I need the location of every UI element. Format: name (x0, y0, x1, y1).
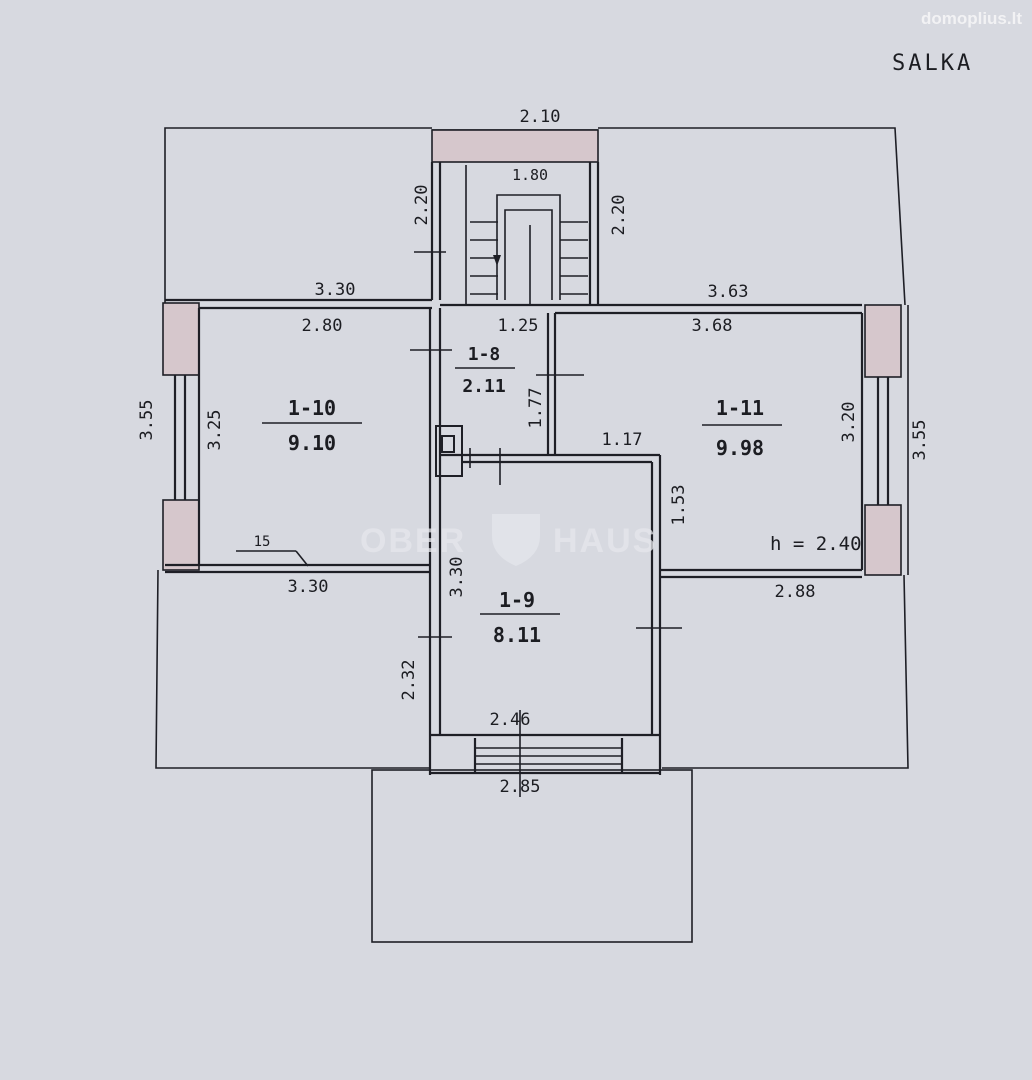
dim-room-1-9-right-upper: 1.53 (669, 485, 689, 526)
dim-room-1-11-bottom: 2.88 (775, 582, 816, 602)
room-id-1-10: 1-10 (288, 396, 336, 420)
room-labels: 1-10 9.10 1-8 2.11 1-11 9.98 1-9 8.11 h … (262, 344, 862, 647)
dim-stair-right: 2.20 (609, 195, 629, 236)
dim-stair-left: 2.20 (412, 185, 432, 226)
dim-right-outer-height: 3.55 (910, 420, 930, 461)
dim-left-top-outer: 3.30 (315, 280, 356, 300)
room-id-1-11: 1-11 (716, 396, 764, 420)
room-id-1-8: 1-8 (468, 344, 501, 365)
dim-wall-mark: 15 (254, 534, 271, 550)
site-watermark: domoplius.lt (921, 9, 1022, 28)
stair-well (430, 129, 600, 305)
shield-icon (492, 514, 540, 566)
dim-stair-inner: 1.80 (512, 166, 548, 184)
room-area-1-10: 9.10 (288, 431, 336, 455)
watermark: OBER HAUS (360, 514, 657, 566)
dim-room-1-10-top: 2.80 (302, 316, 343, 336)
dim-hall-top: 1.25 (498, 316, 539, 336)
floor-name: SALKA (892, 51, 973, 76)
room-id-1-9: 1-9 (499, 588, 535, 612)
dim-room-1-9-top: 1.17 (602, 430, 643, 450)
dim-room-1-10-bottom: 3.30 (288, 577, 329, 597)
dim-room-1-10-height: 3.25 (205, 410, 225, 451)
dim-right-top-outer: 3.63 (708, 282, 749, 302)
dim-room-1-9-left: 3.30 (447, 557, 467, 598)
dim-room-1-11-top: 3.68 (692, 316, 733, 336)
room-area-1-8: 2.11 (462, 376, 505, 397)
dim-top-width: 2.10 (520, 107, 561, 127)
dim-room-1-11-height: 3.20 (839, 402, 859, 443)
dim-left-outer-height: 3.55 (137, 400, 157, 441)
room-area-1-11: 9.98 (716, 436, 764, 460)
watermark-left: OBER (360, 522, 466, 560)
roof-outline (155, 127, 909, 769)
walls (162, 251, 902, 797)
dim-room-1-9-bottom: 2.46 (490, 710, 531, 730)
watermark-right: HAUS (553, 522, 657, 560)
dim-room-1-9-left-lower: 2.32 (399, 660, 419, 701)
room-area-1-9: 8.11 (493, 623, 541, 647)
dim-balcony-width: 2.85 (500, 777, 541, 797)
dim-hall-height: 1.77 (526, 388, 546, 429)
vertical-dimensions: 2.20 2.20 3.55 3.25 1.77 3.20 3.55 1.53 … (137, 185, 930, 701)
height-note: h = 2.40 (770, 533, 862, 555)
balcony-outline (371, 769, 693, 943)
horizontal-dimensions: 2.10 1.80 3.30 3.63 2.80 1.25 3.68 1.17 … (254, 107, 816, 797)
